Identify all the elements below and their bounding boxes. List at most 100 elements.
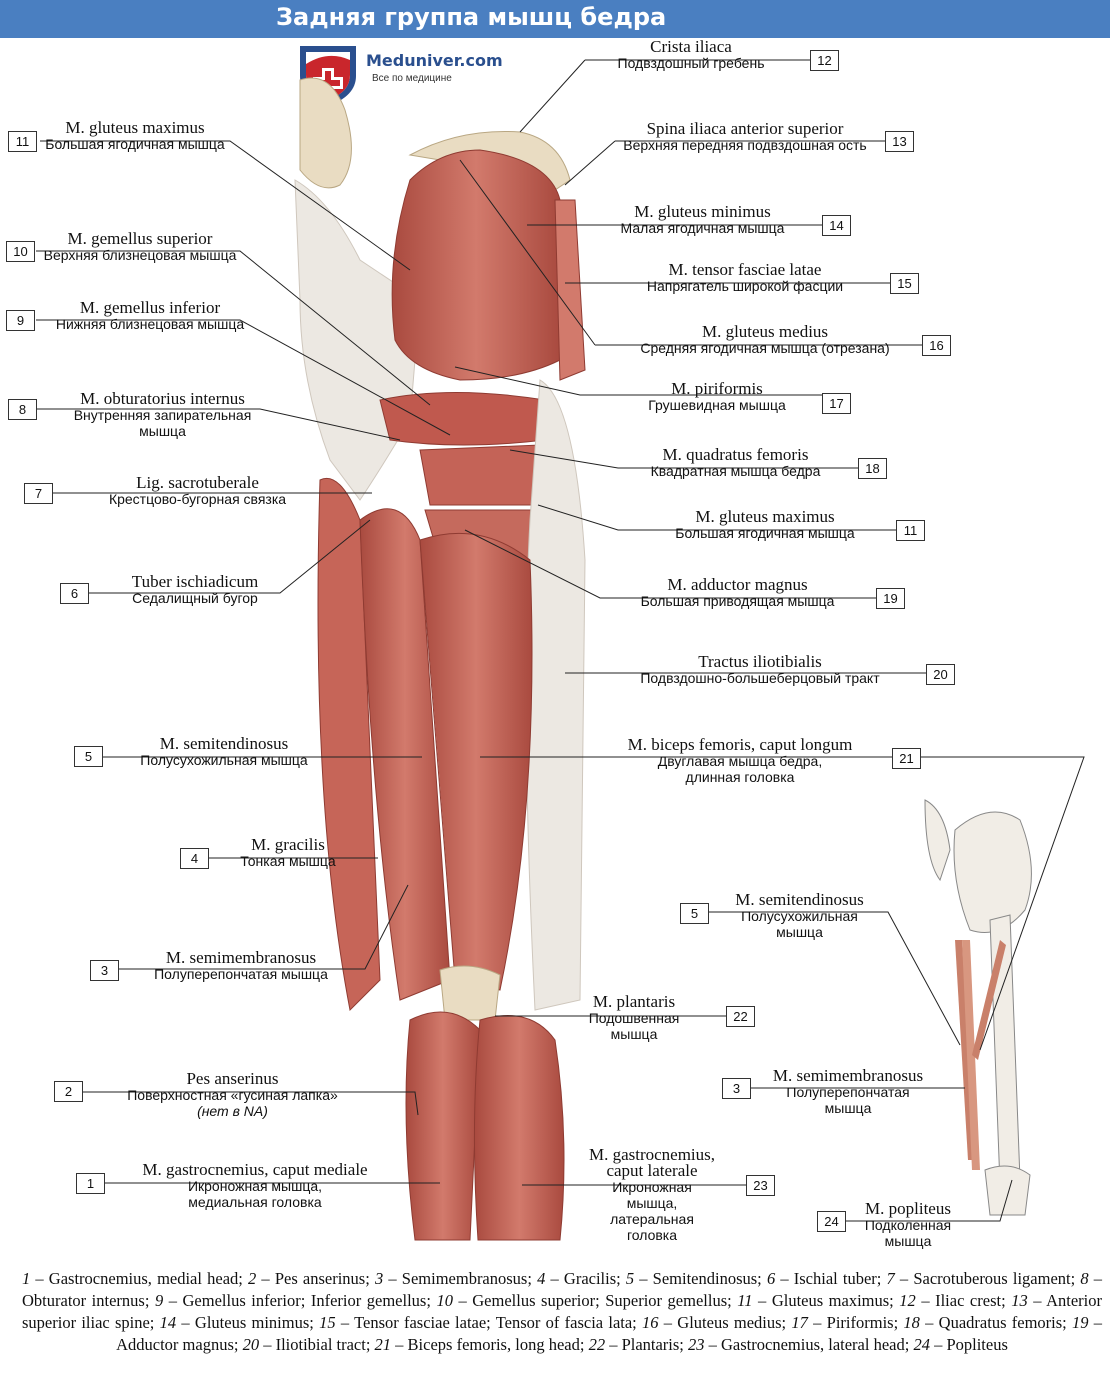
caption-entry-text: – Iliotibial tract;	[259, 1335, 375, 1354]
caption-entry: 8 – Obturator internus;	[22, 1269, 1102, 1310]
caption-entry: 11 – Gluteus maximus;	[737, 1291, 899, 1310]
caption-entry-number: 20	[242, 1335, 260, 1354]
caption-entry-text: – Piriformis;	[807, 1313, 904, 1332]
gracilis-muscle	[317, 478, 381, 1012]
caption-entry-text: – Gastrocnemius, lateral head;	[704, 1335, 914, 1354]
figure-caption: 1 – Gastrocnemius, medial head; 2 – Pes …	[22, 1268, 1102, 1356]
gastrocnemius-medial-head	[405, 1011, 481, 1241]
caption-entry: 22 – Plantaris;	[589, 1335, 688, 1354]
quadratus-femoris-muscle	[419, 444, 546, 506]
caption-entry: 1 – Gastrocnemius, medial head;	[22, 1269, 248, 1288]
caption-entry-number: 24	[913, 1335, 930, 1354]
label-number-17: 17	[822, 393, 851, 414]
caption-entry: 13 – Anterior superior iliac spine;	[22, 1291, 1102, 1332]
label-number-11-upper: 11	[8, 131, 37, 152]
label-number-18: 18	[858, 458, 887, 479]
caption-entry: 20 – Iliotibial tract;	[243, 1335, 375, 1354]
caption-entry: 5 – Semitendinosus;	[626, 1269, 767, 1288]
inset-skeleton-diagram	[924, 799, 1032, 1216]
caption-entry-text: – Popliteus	[929, 1335, 1008, 1354]
caption-entry-number: 8	[1080, 1269, 1089, 1288]
page-title: Задняя группа мышц бедра	[276, 3, 667, 31]
caption-entry-text: – Pes anserinus;	[256, 1269, 375, 1288]
knee-region	[439, 965, 501, 1021]
caption-entry-text: – Gemellus inferior; Inferior gemellus;	[163, 1291, 437, 1310]
tensor-fasciae-latae-muscle	[554, 199, 586, 381]
caption-entry-text: – Gluteus medius;	[658, 1313, 792, 1332]
caption-entry-text: – Semitendinosus;	[634, 1269, 767, 1288]
caption-entry: 16 – Gluteus medius;	[642, 1313, 791, 1332]
caption-entry-number: 2	[248, 1269, 257, 1288]
caption-entry-number: 17	[791, 1313, 808, 1332]
label-number-22: 22	[726, 1006, 755, 1027]
caption-entry: 24 – Popliteus	[913, 1335, 1007, 1354]
caption-entry-text: – Obturator internus;	[22, 1269, 1103, 1310]
caption-entry-number: 4	[537, 1269, 546, 1288]
caption-entry-text: – Iliac crest;	[915, 1291, 1012, 1310]
header-bar: Задняя группа мышц бедра	[0, 0, 1110, 38]
label-number-7: 7	[24, 483, 53, 504]
caption-entry-number: 14	[159, 1313, 177, 1332]
caption-entry-text: – Biceps femoris, long head;	[391, 1335, 589, 1354]
label-number-2: 2	[54, 1081, 83, 1102]
label-number-15: 15	[890, 273, 919, 294]
caption-entry: 12 – Iliac crest;	[899, 1291, 1011, 1310]
logo-name: Meduniver.com	[366, 51, 503, 70]
caption-entry: 17 – Piriformis;	[791, 1313, 903, 1332]
caption-entry-number: 6	[766, 1269, 776, 1288]
caption-entry-number: 7	[886, 1269, 895, 1288]
caption-entry-text: – Quadratus femoris;	[919, 1313, 1072, 1332]
label-number-20: 20	[926, 664, 955, 685]
caption-entry-text: – Adductor magnus;	[116, 1313, 1103, 1354]
caption-entry-number: 10	[436, 1291, 453, 1310]
caption-entry-number: 18	[903, 1313, 920, 1332]
label-number-5-inset: 5	[680, 903, 709, 924]
caption-entry-number: 11	[737, 1291, 753, 1310]
caption-entry-text: – Gracilis;	[545, 1269, 626, 1288]
caption-entry-text: – Ischial tuber;	[775, 1269, 887, 1288]
semitendinosus-muscle	[359, 508, 451, 1001]
caption-entry: 7 – Sacrotuberous ligament;	[887, 1269, 1081, 1288]
label-number-8: 8	[8, 399, 37, 420]
biceps-femoris-muscle	[419, 532, 533, 991]
caption-entry-text: – Sacrotuberous ligament;	[894, 1269, 1081, 1288]
caption-entry: 10 – Gemellus superior; Superior gemellu…	[436, 1291, 737, 1310]
label-number-11-lower: 11	[896, 520, 925, 541]
caption-entry: 14 – Gluteus minimus;	[160, 1313, 319, 1332]
label-number-3-inset: 3	[722, 1078, 751, 1099]
label-number-10: 10	[6, 241, 35, 262]
label-number-16: 16	[922, 335, 951, 356]
caption-entry-number: 12	[899, 1291, 916, 1310]
caption-entry: 4 – Gracilis;	[537, 1269, 626, 1288]
caption-entry: 3 – Semimembranosus;	[375, 1269, 537, 1288]
logo-tagline: Все по медицине	[372, 73, 452, 84]
caption-entry-text: – Gemellus superior; Superior gemellus;	[452, 1291, 738, 1310]
label-number-4: 4	[180, 848, 209, 869]
caption-entry: 19 – Adductor magnus;	[116, 1313, 1102, 1354]
leader-lines	[36, 59, 1085, 1222]
caption-entry: 2 – Pes anserinus;	[248, 1269, 375, 1288]
